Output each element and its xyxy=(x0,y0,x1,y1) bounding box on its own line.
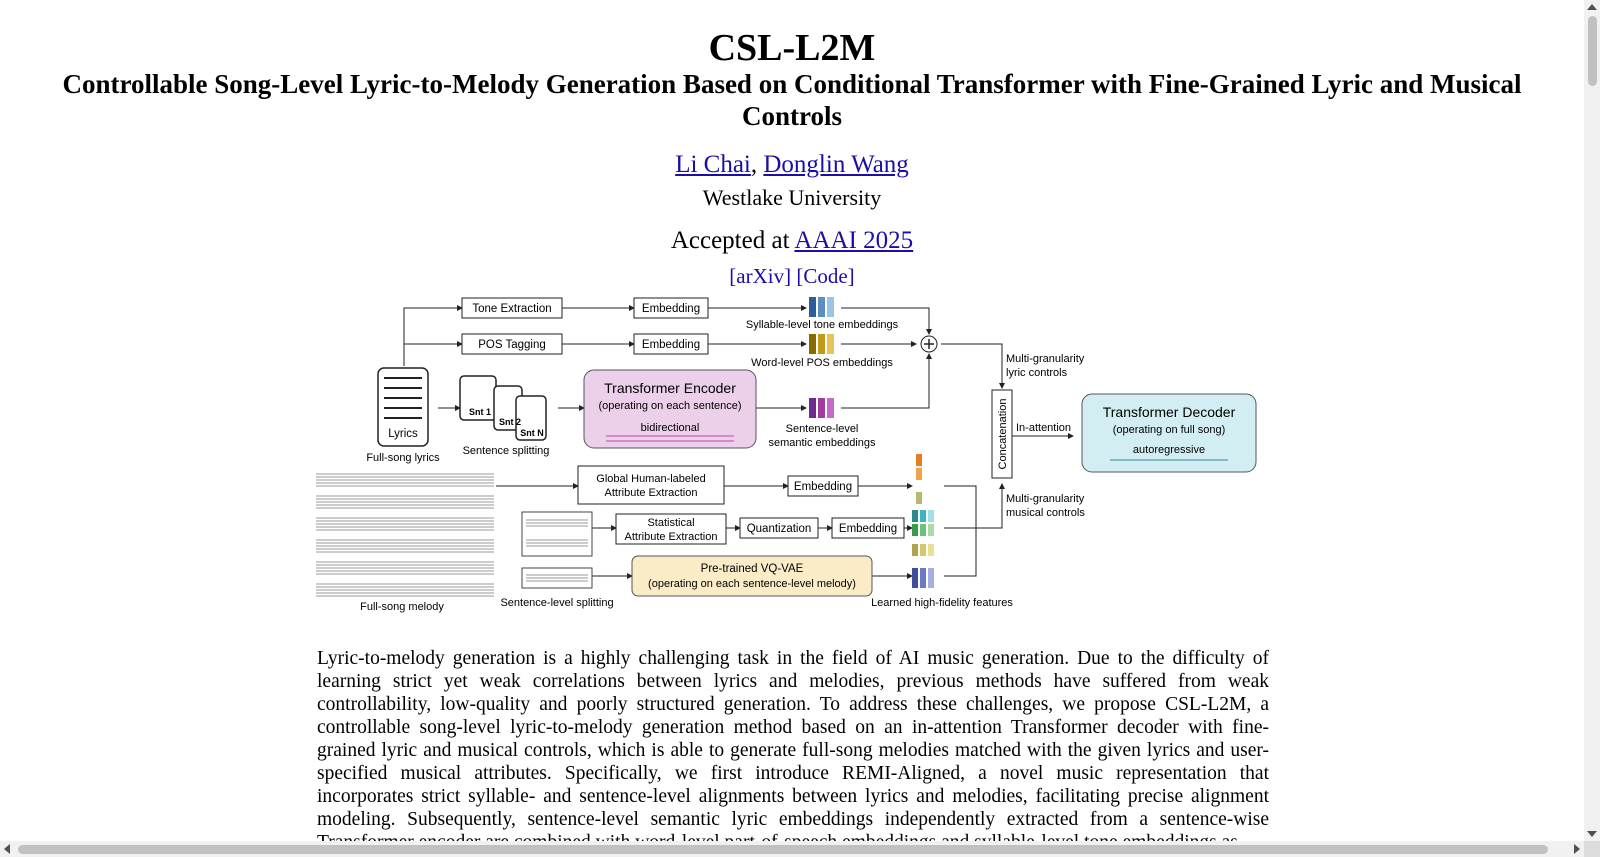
code-link[interactable]: [Code] xyxy=(796,264,855,288)
embedding-label-2: Embedding xyxy=(642,339,700,351)
sntn-label: Snt N xyxy=(520,428,544,438)
authors: Li Chai, Donglin Wang xyxy=(0,150,1584,180)
word-pos-label: Word-level POS embeddings xyxy=(751,357,893,369)
encoder-direction: bidirectional xyxy=(641,422,700,434)
arxiv-link[interactable]: [arXiv] xyxy=(729,264,792,288)
affiliation: Westlake University xyxy=(702,185,882,210)
snt2-label: Snt 2 xyxy=(499,417,521,427)
multi-music-label-2: musical controls xyxy=(1006,507,1085,519)
author-separator: , xyxy=(750,151,758,178)
sentence-level-splitting-label: Sentence-level splitting xyxy=(500,597,613,609)
scroll-up-arrow-icon[interactable] xyxy=(1587,4,1597,10)
multi-music-label-1: Multi-granularity xyxy=(1006,493,1085,505)
sentence-sem-label-2: semantic embeddings xyxy=(768,437,876,449)
page-subtitle: Controllable Song-Level Lyric-to-Melody … xyxy=(62,69,1522,131)
abstract-text: Lyric-to-melody generation is a highly c… xyxy=(317,648,1269,841)
syllable-tone-label: Syllable-level tone embeddings xyxy=(746,319,899,331)
in-attention-label: In-attention xyxy=(1016,422,1071,434)
horizontal-scrollbar[interactable] xyxy=(0,841,1584,857)
decoder-title: Transformer Decoder xyxy=(1103,404,1236,420)
quantization-label: Quantization xyxy=(747,523,812,535)
global-attr-label-2: Attribute Extraction xyxy=(605,487,698,499)
scroll-down-arrow-icon[interactable] xyxy=(1587,831,1597,837)
vqvae-label-1: Pre-trained VQ-VAE xyxy=(701,563,804,575)
sentence-sem-label-1: Sentence-level xyxy=(786,423,859,435)
page-title: CSL-L2M xyxy=(708,27,876,69)
decoder-subtitle: (operating on full song) xyxy=(1113,424,1226,436)
vqvae-label-2: (operating on each sentence-level melody… xyxy=(648,578,856,590)
venue-prefix: Accepted at xyxy=(670,227,790,254)
sentence-splitting-label: Sentence splitting xyxy=(463,445,550,457)
embedding-label-1: Embedding xyxy=(642,303,700,315)
embedding-label-3: Embedding xyxy=(794,481,852,493)
learned-features-label: Learned high-fidelity features xyxy=(871,597,1013,609)
snt1-label: Snt 1 xyxy=(469,407,491,417)
author-link-li-chai[interactable]: Li Chai xyxy=(675,151,751,178)
vertical-scrollbar[interactable] xyxy=(1584,0,1600,841)
tone-extraction-label: Tone Extraction xyxy=(472,303,551,315)
multi-lyric-label-1: Multi-granularity xyxy=(1006,353,1085,365)
paper-links: [arXiv] [Code] xyxy=(0,263,1584,289)
full-song-lyrics-label: Full-song lyrics xyxy=(366,452,440,464)
encoder-subtitle: (operating on each sentence) xyxy=(598,400,741,412)
author-link-donglin-wang[interactable]: Donglin Wang xyxy=(763,151,909,178)
venue: Accepted at AAAI 2025 xyxy=(0,226,1584,256)
scrollbar-corner xyxy=(1584,841,1600,857)
architecture-figure: Tone Extraction POS Tagging Embedding Em… xyxy=(316,297,1257,613)
embedding-label-4: Embedding xyxy=(839,523,897,535)
scroll-right-arrow-icon[interactable] xyxy=(1574,844,1580,854)
full-song-melody-label: Full-song melody xyxy=(360,601,444,613)
vertical-scroll-thumb[interactable] xyxy=(1588,16,1597,86)
stat-attr-label-1: Statistical xyxy=(647,517,694,529)
lyrics-label: Lyrics xyxy=(388,428,418,440)
horizontal-scroll-thumb[interactable] xyxy=(18,845,1548,854)
venue-link[interactable]: AAAI 2025 xyxy=(794,227,914,254)
scroll-left-arrow-icon[interactable] xyxy=(4,844,10,854)
multi-lyric-label-2: lyric controls xyxy=(1006,367,1068,379)
pos-tagging-label: POS Tagging xyxy=(478,339,546,351)
page-viewport: CSL-L2M Controllable Song-Level Lyric-to… xyxy=(0,27,1584,841)
stat-attr-label-2: Attribute Extraction xyxy=(625,531,718,543)
concatenation-label: Concatenation xyxy=(997,399,1009,470)
global-attr-label-1: Global Human-labeled xyxy=(596,473,705,485)
decoder-direction: autoregressive xyxy=(1133,444,1205,456)
encoder-title: Transformer Encoder xyxy=(604,380,736,396)
